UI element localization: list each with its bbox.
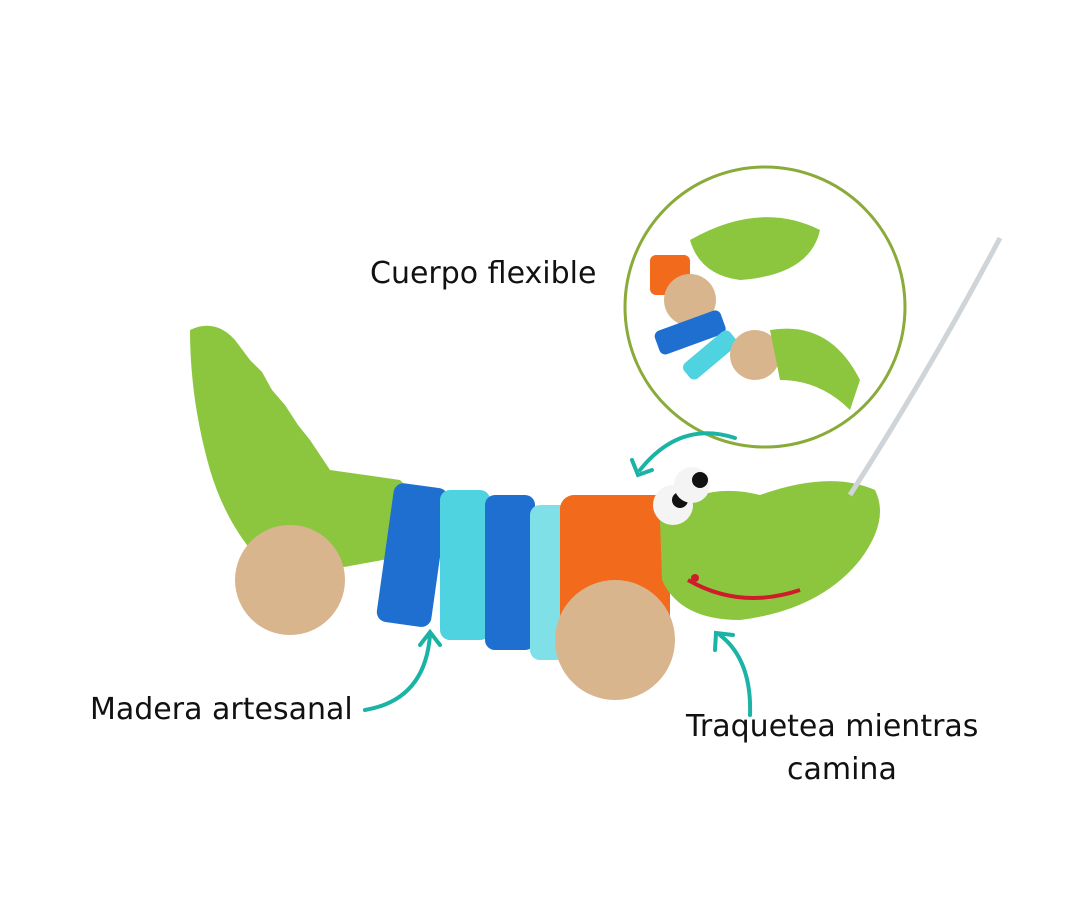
arrow-rattle: [718, 633, 753, 717]
crocodile-head: [660, 481, 880, 620]
body-segment-blue: [485, 495, 535, 650]
front-wheel: [555, 580, 675, 700]
rear-wheel: [235, 525, 345, 635]
label-flexible-body: Cuerpo flexible: [370, 256, 597, 291]
arrow-wood: [363, 633, 432, 712]
body-segment-blue: [376, 483, 449, 627]
arrow-flexible: [638, 431, 737, 472]
label-handcrafted-wood: Madera artesanal: [90, 692, 353, 727]
body-segment-lightblue: [440, 490, 490, 640]
label-rattle-line2: camina: [787, 752, 897, 787]
crocodile-tail: [190, 325, 420, 575]
label-rattle-line1: Traquetea mientras: [686, 709, 979, 744]
crocodile-mouth: [687, 578, 801, 600]
pull-string: [847, 236, 1003, 497]
